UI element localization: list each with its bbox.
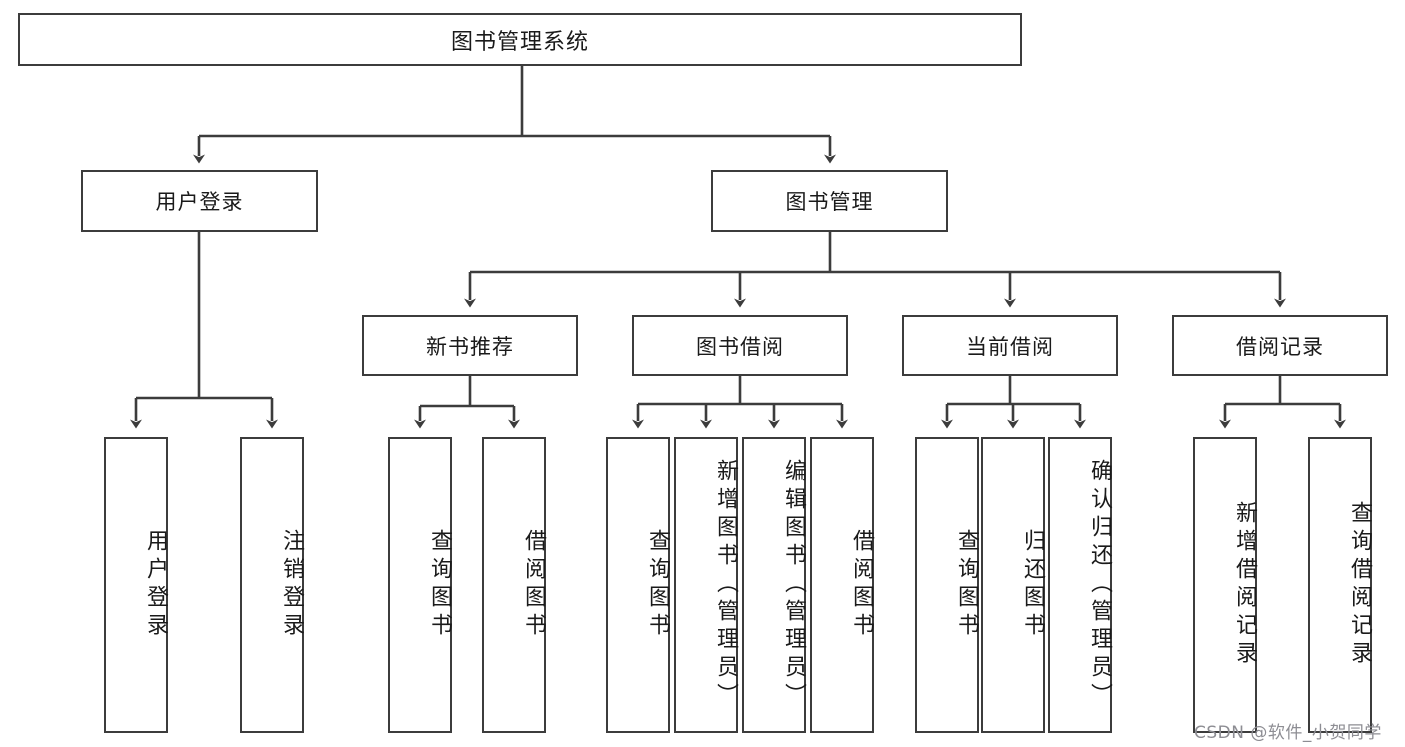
- node-label: 查询图书: [954, 529, 979, 641]
- node-label: 确认归还（管理员）: [1087, 459, 1112, 711]
- node-label: 当前借阅: [966, 334, 1054, 359]
- leaf-current-confirm-return-admin[interactable]: 确认归还（管理员）: [1048, 437, 1112, 733]
- node-label: 图书借阅: [696, 334, 784, 359]
- node-label: 注销登录: [279, 529, 304, 641]
- node-user-login[interactable]: 用户登录: [81, 170, 318, 232]
- leaf-borrow-add-book-admin[interactable]: 新增图书（管理员）: [674, 437, 738, 733]
- node-current-borrow[interactable]: 当前借阅: [902, 315, 1118, 376]
- node-root-book-management-system[interactable]: 图书管理系统: [18, 13, 1022, 66]
- node-label: 图书管理系统: [450, 29, 589, 55]
- leaf-current-return-book[interactable]: 归还图书: [981, 437, 1045, 733]
- node-label: 归还图书: [1020, 529, 1045, 641]
- watermark-csdn: CSDN @软件_小贺同学: [1194, 723, 1382, 743]
- node-label: 新增图书（管理员）: [713, 459, 738, 711]
- node-book-management[interactable]: 图书管理: [711, 170, 948, 232]
- node-label: 查询图书: [645, 529, 670, 641]
- node-label: 编辑图书（管理员）: [781, 459, 806, 711]
- node-label: 查询图书: [427, 529, 452, 641]
- node-label: 查询借阅记录: [1347, 501, 1372, 669]
- node-label: 借阅图书: [849, 529, 874, 641]
- node-label: 图书管理: [785, 190, 874, 214]
- leaf-record-query-borrow-record[interactable]: 查询借阅记录: [1308, 437, 1372, 733]
- leaf-current-query-book[interactable]: 查询图书: [915, 437, 979, 733]
- node-label: 新增借阅记录: [1232, 501, 1257, 669]
- node-new-book-recommend[interactable]: 新书推荐: [362, 315, 578, 376]
- leaf-borrow-query-book[interactable]: 查询图书: [606, 437, 670, 733]
- leaf-borrow-borrow-book[interactable]: 借阅图书: [810, 437, 874, 733]
- node-label: 用户登录: [143, 529, 168, 641]
- leaf-recommend-borrow-book[interactable]: 借阅图书: [482, 437, 546, 733]
- leaf-user-login-signout[interactable]: 注销登录: [240, 437, 304, 733]
- leaf-record-add-borrow-record[interactable]: 新增借阅记录: [1193, 437, 1257, 733]
- node-label: 借阅记录: [1236, 334, 1324, 359]
- leaf-recommend-query-book[interactable]: 查询图书: [388, 437, 452, 733]
- node-book-borrow[interactable]: 图书借阅: [632, 315, 848, 376]
- node-label: 新书推荐: [426, 334, 514, 359]
- node-borrow-record[interactable]: 借阅记录: [1172, 315, 1388, 376]
- leaf-user-login-signin[interactable]: 用户登录: [104, 437, 168, 733]
- leaf-borrow-edit-book-admin[interactable]: 编辑图书（管理员）: [742, 437, 806, 733]
- node-label: 用户登录: [155, 190, 244, 214]
- node-label: 借阅图书: [521, 529, 546, 641]
